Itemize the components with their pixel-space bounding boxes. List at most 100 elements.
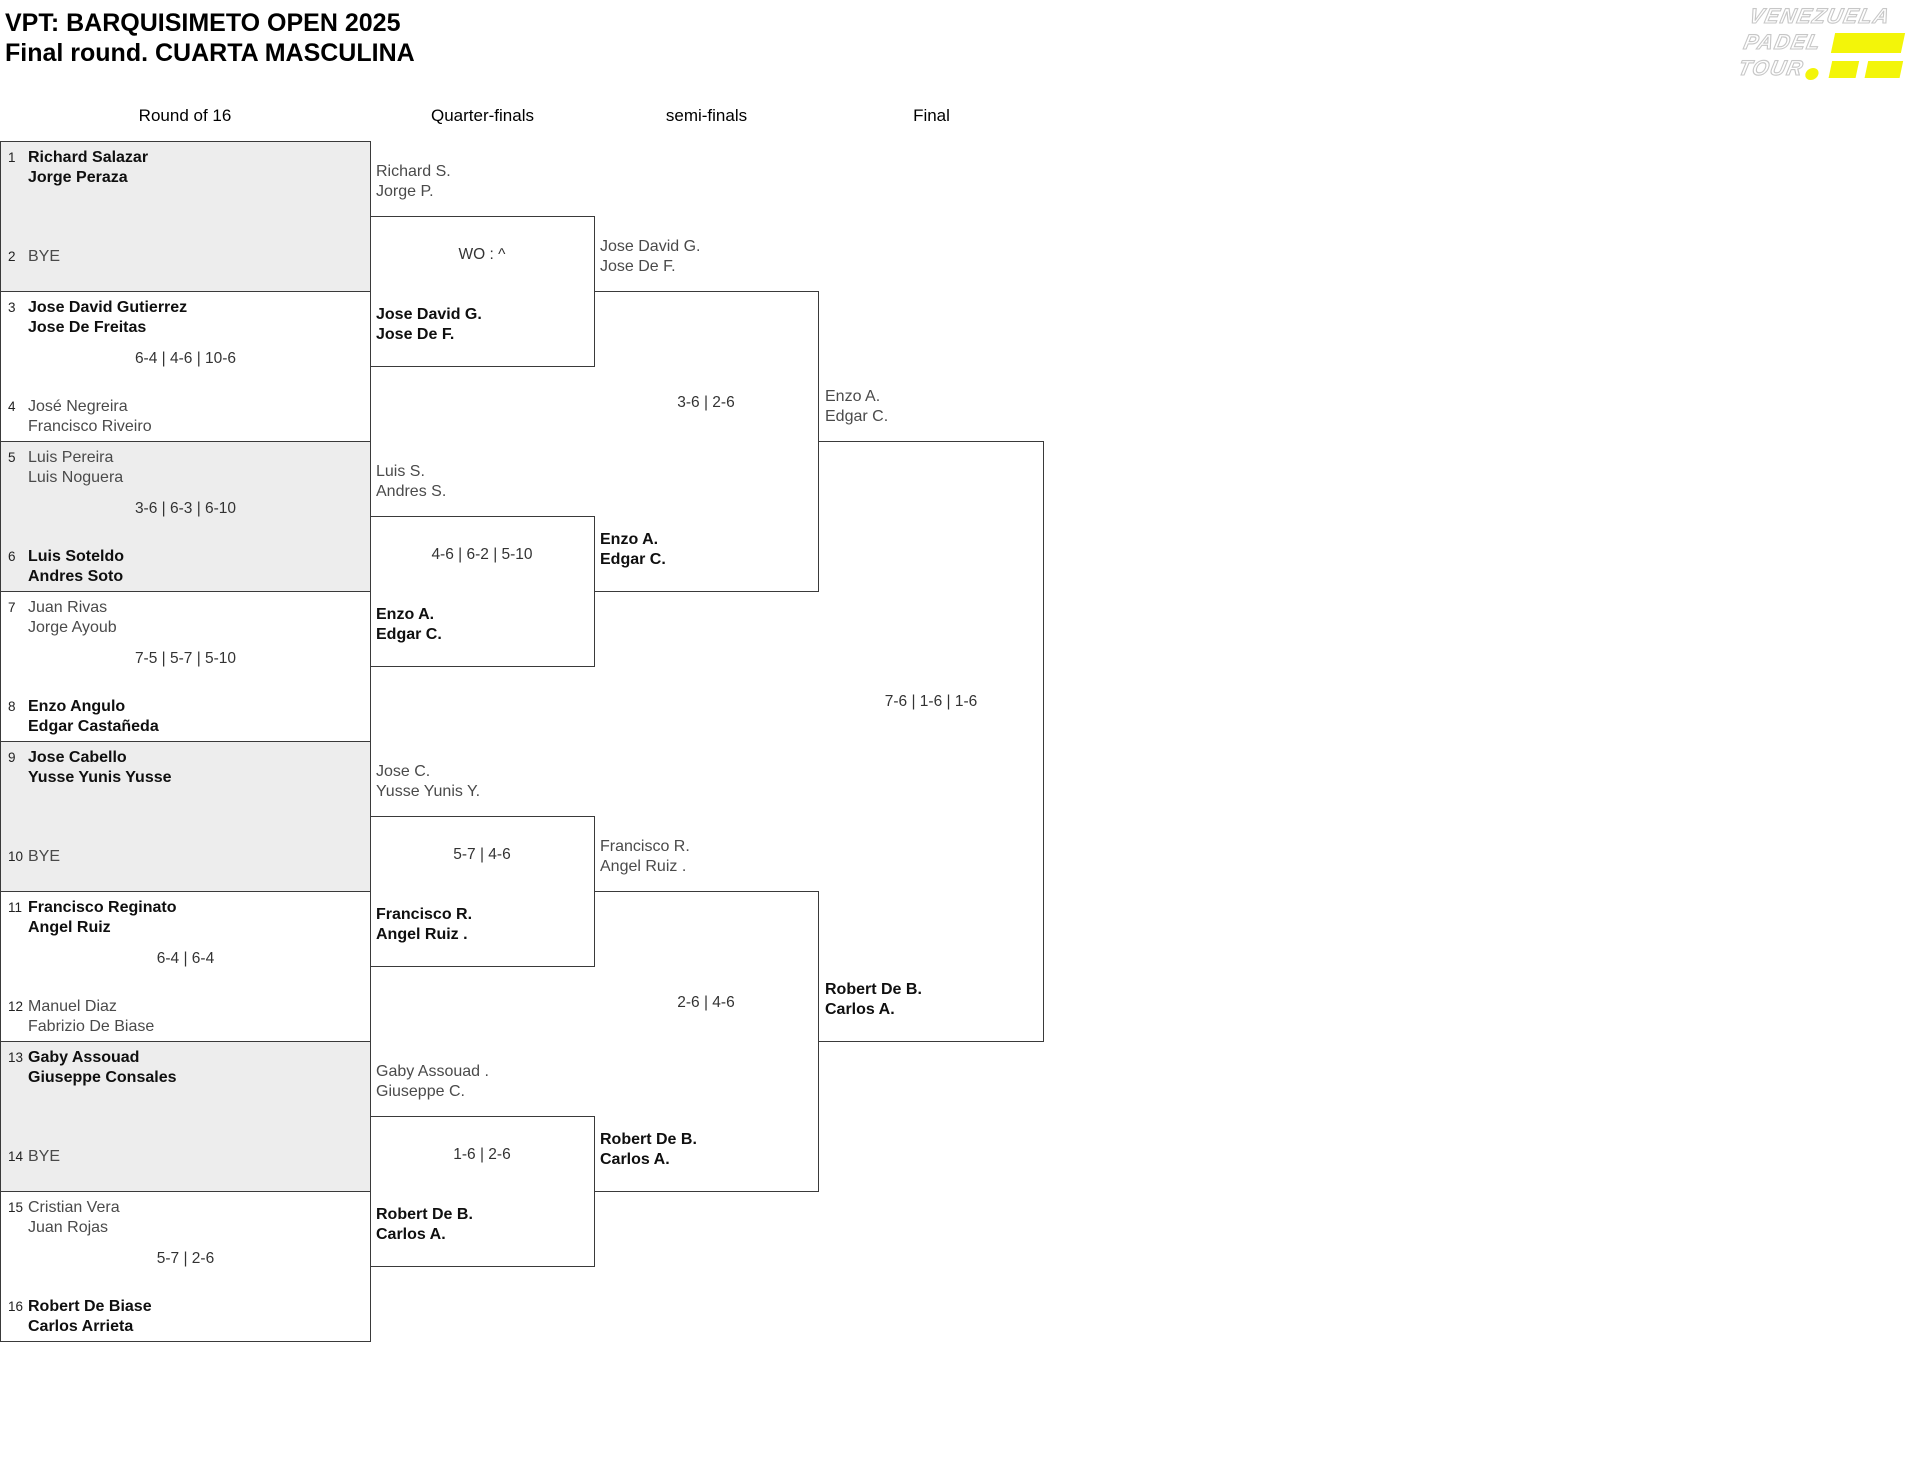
seed-number: 15 <box>8 1200 24 1215</box>
player-name: Luis S. <box>376 463 425 480</box>
player-name: Andres S. <box>376 483 447 500</box>
player-name: Carlos A. <box>376 1226 446 1243</box>
player-name: Jose Cabello <box>28 749 127 766</box>
logo-venezuela-text: VENEZUELA <box>1747 4 1894 28</box>
team-names: Luis S. Andres S. <box>376 462 446 502</box>
player-name: Gaby Assouad <box>28 1049 140 1066</box>
player-name: Jorge P. <box>376 183 434 200</box>
seed-number: 2 <box>8 249 16 264</box>
match-score: 5-7 | 4-6 <box>453 846 511 863</box>
player-name: Jorge Peraza <box>28 169 128 186</box>
bracket-entry-seed-10: 10 BYE <box>8 847 60 887</box>
player-name: Enzo A. <box>825 388 881 405</box>
logo-line-2: PADEL <box>1741 30 1920 56</box>
player-name: Robert De B. <box>600 1131 697 1148</box>
match-score: WO : ^ <box>458 246 506 263</box>
player-name: Giuseppe Consales <box>28 1069 177 1086</box>
player-name: Luis Pereira <box>28 449 114 466</box>
player-name: Enzo A. <box>376 606 435 623</box>
team-names: Richard S. Jorge P. <box>376 162 451 202</box>
qf-match-3: Jose C. Yusse Yunis Y. 5-7 | 4-6 Francis… <box>370 763 595 967</box>
logo-yellow-bar-top <box>1830 33 1906 53</box>
match-score: 1-6 | 2-6 <box>453 1146 511 1163</box>
qf-match-4: Gaby Assouad . Giuseppe C. 1-6 | 2-6 Rob… <box>370 1063 595 1267</box>
logo-tour-text: TOUR <box>1736 56 1807 80</box>
r16-match-7: 13 Gaby Assouad Giuseppe Consales 14 BYE <box>0 1041 371 1192</box>
player-name: Edgar C. <box>600 551 666 568</box>
team-names: Jose Cabello Yusse Yunis Yusse <box>28 748 172 788</box>
round-category-subtitle: Final round. CUARTA MASCULINA <box>5 39 415 67</box>
player-name: Francisco Riveiro <box>28 418 152 435</box>
r16-match-6: 11 Francisco Reginato Angel Ruiz 6-4 | 6… <box>0 891 371 1042</box>
player-name: Juan Rivas <box>28 599 108 616</box>
team-names: Francisco Reginato Angel Ruiz <box>28 898 176 938</box>
team-names: Luis Soteldo Andres Soto <box>28 547 124 587</box>
seed-number: 10 <box>8 849 24 864</box>
team-names: José Negreira Francisco Riveiro <box>28 397 152 437</box>
team-names: Richard Salazar Jorge Peraza <box>28 148 148 188</box>
player-name: Manuel Diaz <box>28 998 117 1015</box>
player-name <box>28 267 60 287</box>
player-name: Jose De F. <box>600 258 676 275</box>
team-names: Jose C. Yusse Yunis Y. <box>376 762 480 802</box>
player-name: Jose David G. <box>600 238 701 255</box>
team-names: BYE <box>28 1147 60 1187</box>
seed-number: 9 <box>8 750 16 765</box>
player-name: Yusse Yunis Y. <box>376 783 481 800</box>
match-score: 2-6 | 4-6 <box>677 994 735 1011</box>
player-name: Jose David G. <box>376 306 482 323</box>
match-score: 3-6 | 6-3 | 6-10 <box>134 500 237 517</box>
match-score: 3-6 | 2-6 <box>677 394 735 411</box>
team-names: Gaby Assouad . Giuseppe C. <box>376 1062 489 1102</box>
seed-number: 7 <box>8 600 16 615</box>
team-names: Cristian Vera Juan Rojas <box>28 1198 120 1238</box>
team-names: Robert De B. Carlos A. <box>825 980 922 1020</box>
seed-number: 16 <box>8 1299 24 1314</box>
player-name: Robert De B. <box>825 981 922 998</box>
team-names: Jose David G. Jose De F. <box>376 305 482 345</box>
seed-number: 3 <box>8 300 16 315</box>
qf-match-2: Luis S. Andres S. 4-6 | 6-2 | 5-10 Enzo … <box>370 463 595 667</box>
logo-line-1: VENEZUELA <box>1747 4 1920 30</box>
bracket-entry-seed-16: 16 Robert De Biase Carlos Arrieta <box>8 1297 152 1337</box>
player-name: Giuseppe C. <box>376 1083 465 1100</box>
player-name: Angel Ruiz <box>28 919 111 936</box>
player-name: Gaby Assouad . <box>376 1063 489 1080</box>
team-names: Francisco R. Angel Ruiz . <box>600 837 690 877</box>
player-name: Carlos A. <box>600 1151 670 1168</box>
seed-number: 1 <box>8 150 16 165</box>
player-name: Jose C. <box>376 763 431 780</box>
match-score: 4-6 | 6-2 | 5-10 <box>431 546 533 563</box>
seed-number: 4 <box>8 399 16 414</box>
seed-number: 5 <box>8 450 16 465</box>
team-names: Enzo Angulo Edgar Castañeda <box>28 697 159 737</box>
player-name: Carlos Arrieta <box>28 1318 134 1335</box>
final-match: Enzo A. Edgar C. 7-6 | 1-6 | 1-6 Robert … <box>819 388 1044 1042</box>
team-names: Luis Pereira Luis Noguera <box>28 448 123 488</box>
player-name: Luis Soteldo <box>28 548 124 565</box>
player-name: Edgar C. <box>825 408 889 425</box>
bracket-entry-seed-11: 11 Francisco Reginato Angel Ruiz <box>8 898 176 938</box>
team-names: Enzo A. Edgar C. <box>825 387 888 427</box>
player-name: Enzo A. <box>600 531 659 548</box>
bracket-entry-seed-12: 12 Manuel Diaz Fabrizio De Biase <box>8 997 154 1037</box>
sf-match-1: Jose David G. Jose De F. 3-6 | 2-6 Enzo … <box>594 238 819 592</box>
player-name: Jose De F. <box>376 326 455 343</box>
player-name: BYE <box>28 1148 61 1165</box>
r16-match-3: 5 Luis Pereira Luis Noguera 3-6 | 6-3 | … <box>0 441 371 592</box>
bracket-entry-seed-13: 13 Gaby Assouad Giuseppe Consales <box>8 1048 177 1088</box>
player-name: Enzo Angulo <box>28 698 126 715</box>
logo-padel-text: PADEL <box>1741 30 1824 54</box>
logo-yellow-bar-bottom-right <box>1864 60 1904 78</box>
team-names: Francisco R. Angel Ruiz . <box>376 905 472 945</box>
match-score: 6-4 | 6-4 <box>156 950 215 967</box>
match-score: 7-5 | 5-7 | 5-10 <box>134 650 237 667</box>
player-name: Edgar C. <box>376 626 442 643</box>
player-name: Francisco R. <box>600 838 690 855</box>
column-header-final: Final <box>913 106 950 125</box>
player-name: Robert De B. <box>376 1206 473 1223</box>
r16-match-4: 7 Juan Rivas Jorge Ayoub 7-5 | 5-7 | 5-1… <box>0 591 371 742</box>
player-name: Carlos A. <box>825 1001 895 1018</box>
team-names: Robert De B. Carlos A. <box>600 1130 697 1170</box>
